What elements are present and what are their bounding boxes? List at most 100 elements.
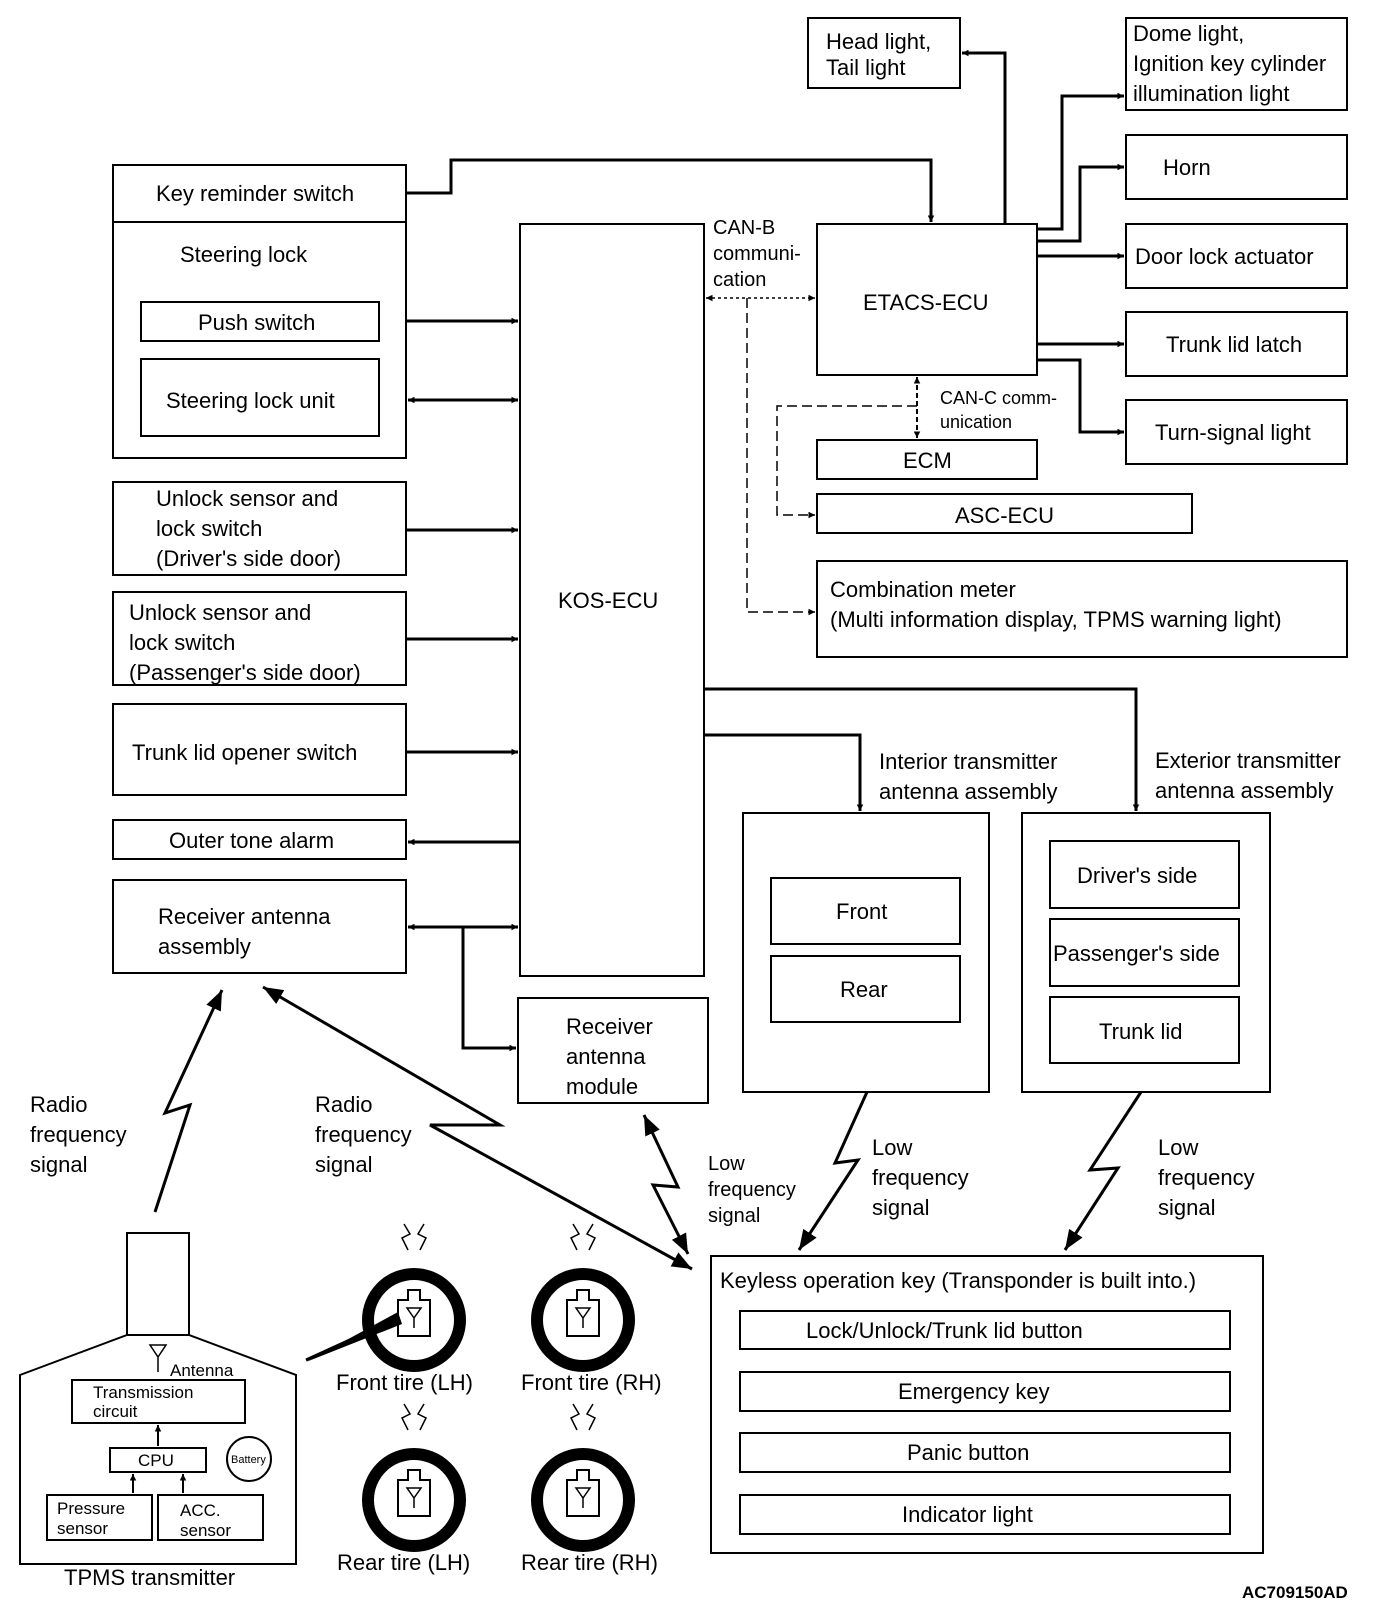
head-light-box (807, 17, 961, 89)
can-c-label: CAN-C comm-unication (940, 388, 1057, 432)
etacs-to-turn-signal-line (1037, 358, 1124, 436)
lock-button-label: Lock/Unlock/Trunk lid button (806, 1318, 1083, 1343)
can-c-to-asc-line (776, 405, 917, 519)
front-tire-lh-label: Front tire (LH) (336, 1370, 473, 1395)
low-signal-receiver-arrow (642, 1114, 690, 1255)
low-signal-exterior-arrow (1063, 1091, 1143, 1251)
kos-to-exterior-antenna-line (704, 687, 1140, 811)
etacs-ecu-label: ETACS-ECU (863, 290, 989, 315)
kos-ecu-label: KOS-ECU (558, 588, 658, 613)
tpms-transmitter-label: TPMS transmitter (64, 1565, 235, 1590)
etacs-to-horn-line (1037, 163, 1124, 243)
head-light-label: Head light,Tail light (826, 29, 931, 80)
antenna-label: Antenna (170, 1361, 234, 1380)
trunk-lid-box (1049, 996, 1240, 1064)
front-tire-rh-icon (531, 1223, 635, 1372)
keyless-key-label: Keyless operation key (Transponder is bu… (720, 1268, 1196, 1293)
cpu-box (109, 1447, 207, 1473)
etacs-to-head-light-line (962, 49, 1007, 224)
antenna-icon (148, 1344, 168, 1372)
steering-lock-box (112, 221, 407, 459)
passengers-side-box (1049, 918, 1240, 987)
low-signal-interior-arrow (797, 1091, 869, 1251)
combination-meter-label: Combination meter(Multi information disp… (830, 577, 1282, 632)
key-reminder-to-etacs-line (406, 158, 935, 222)
trunk-latch-label: Trunk lid latch (1166, 332, 1302, 357)
front-tire-rh-label: Front tire (RH) (521, 1370, 662, 1395)
trunk-lid-label: Trunk lid (1099, 1019, 1183, 1044)
kos-ecu-box (519, 223, 705, 977)
front-box (770, 877, 961, 945)
panic-button-label: Panic button (907, 1440, 1029, 1465)
rear-tire-lh-icon (362, 1403, 466, 1552)
combination-meter-box (816, 560, 1348, 658)
pressure-sensor-box (46, 1494, 153, 1541)
key-reminder-label: Key reminder switch (156, 181, 354, 206)
transmission-circuit-box (71, 1379, 246, 1424)
push-switch-box (140, 301, 380, 342)
rear-tire-rh-icon (531, 1403, 635, 1552)
steering-lock-label: Steering lock (180, 242, 308, 267)
push-switch-label: Push switch (198, 310, 315, 335)
lock-button-box (739, 1310, 1231, 1350)
turn-signal-label: Turn-signal light (1155, 420, 1311, 445)
panic-button-box (739, 1432, 1231, 1473)
emergency-key-label: Emergency key (898, 1379, 1050, 1404)
front-tire-lh-icon (362, 1223, 466, 1372)
indicator-light-label: Indicator light (902, 1502, 1033, 1527)
asc-ecu-label: ASC-ECU (955, 503, 1054, 528)
rear-tire-lh-label: Rear tire (LH) (337, 1550, 470, 1575)
can-b-to-combination-meter-line (746, 298, 815, 616)
horn-box (1125, 134, 1348, 200)
indicator-light-box (739, 1494, 1231, 1535)
battery-label: Battery (231, 1454, 266, 1466)
ecm-box (816, 439, 1038, 480)
horn-label: Horn (1163, 155, 1211, 180)
drivers-side-label: Driver's side (1077, 863, 1197, 888)
receiver-antenna-assembly-box (112, 879, 407, 974)
steering-lock-unit-label: Steering lock unit (166, 388, 335, 413)
radio-signal-mid-arrow (262, 985, 693, 1271)
ecm-label: ECM (903, 448, 952, 473)
rear-tire-rh-label: Rear tire (RH) (521, 1550, 658, 1575)
turn-signal-box (1125, 399, 1348, 465)
tpms-to-tire-wedge (306, 1312, 402, 1362)
kos-to-interior-antenna-line (704, 733, 864, 811)
trunk-opener-label: Trunk lid opener switch (132, 740, 357, 765)
passengers-side-label: Passenger's side (1053, 941, 1220, 966)
front-label: Front (836, 899, 887, 924)
tpms-valve-stem (126, 1232, 190, 1336)
acc-sensor-box (157, 1494, 264, 1541)
etacs-ecu-box (816, 223, 1038, 376)
battery-icon (226, 1436, 272, 1482)
keyless-key-box (710, 1255, 1264, 1554)
outer-tone-box (112, 819, 407, 860)
cpu-label: CPU (138, 1451, 174, 1470)
exterior-antenna-box (1021, 812, 1271, 1093)
trunk-latch-box (1125, 311, 1348, 377)
to-receiver-module-line (461, 927, 516, 1052)
dome-light-box (1125, 17, 1348, 111)
rear-label: Rear (840, 977, 888, 1002)
drivers-side-box (1049, 840, 1240, 909)
trunk-opener-box (112, 703, 407, 796)
emergency-key-box (739, 1371, 1231, 1412)
steering-lock-unit-box (140, 358, 380, 437)
tpms-body (19, 1334, 297, 1565)
door-lock-box (1125, 223, 1348, 289)
